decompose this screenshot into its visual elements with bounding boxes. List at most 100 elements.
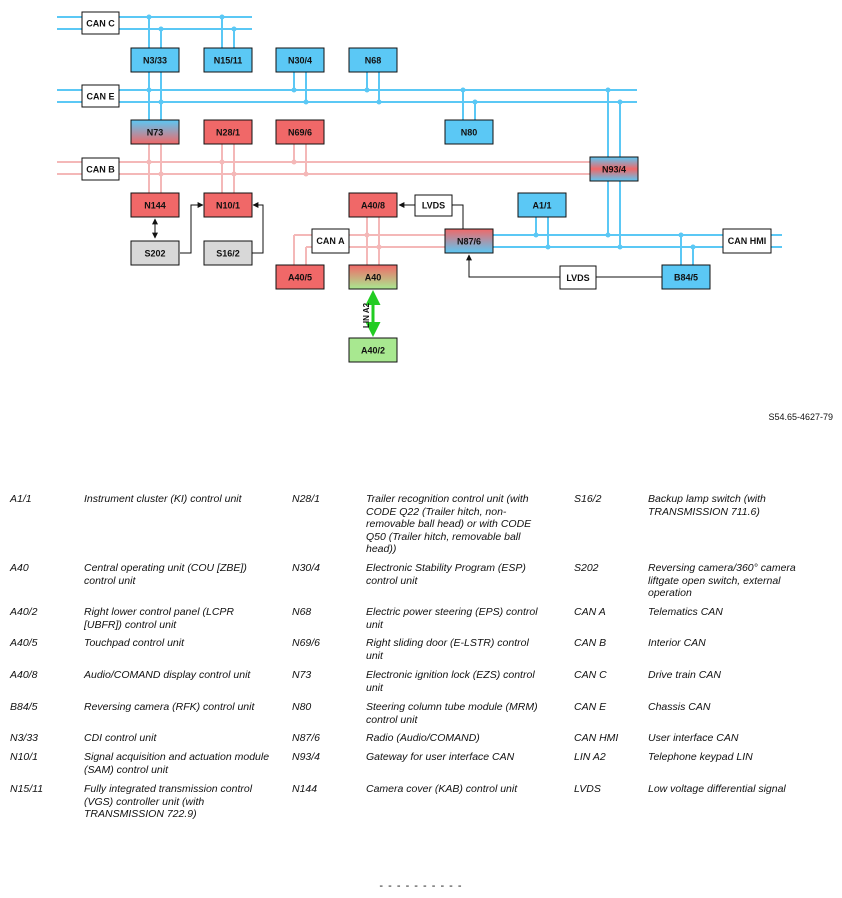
- node-s16-2: S16/2: [203, 240, 253, 266]
- svg-text:N80: N80: [461, 128, 478, 138]
- legend-description: Signal acquisition and actuation module …: [84, 751, 270, 776]
- node-a40-5: A40/5: [275, 264, 325, 290]
- node-n93-4: N93/4: [589, 156, 639, 182]
- node-n15-11: N15/11: [203, 47, 253, 73]
- svg-text:CAN E: CAN E: [86, 92, 114, 102]
- legend-code: B84/5: [10, 701, 38, 713]
- legend-code: CAN A: [574, 606, 606, 618]
- legend-description: Reversing camera/360° camera liftgate op…: [648, 562, 796, 599]
- legend-code: CAN C: [574, 669, 607, 681]
- legend-code: N68: [292, 606, 312, 618]
- svg-text:A1/1: A1/1: [532, 201, 551, 211]
- legend-code: CAN HMI: [574, 732, 619, 744]
- svg-text:A40/8: A40/8: [361, 201, 385, 211]
- legend-description: Reversing camera (RFK) control unit: [84, 701, 255, 713]
- node-n87-6: N87/6: [444, 228, 494, 254]
- legend-description: Gateway for user interface CAN: [366, 751, 515, 763]
- node-a40: A40: [348, 264, 398, 290]
- svg-text:N69/6: N69/6: [288, 128, 312, 138]
- legend-description: Drive train CAN: [648, 669, 721, 681]
- can-a-junctions: [364, 232, 382, 250]
- node-n80: N80: [444, 119, 494, 145]
- bus-label-can-b: CAN B: [81, 157, 120, 181]
- legend-description: Steering column tube module (MRM) contro…: [366, 701, 538, 726]
- legend-description: User interface CAN: [648, 732, 739, 744]
- node-n73: N73: [130, 119, 180, 145]
- svg-text:CAN HMI: CAN HMI: [728, 236, 767, 246]
- legend-description: Electric power steering (EPS) control un…: [366, 606, 538, 631]
- svg-text:N68: N68: [365, 56, 382, 66]
- legend-code: N144: [292, 783, 318, 795]
- legend-description: Backup lamp switch (with TRANSMISSION 71…: [648, 493, 766, 518]
- can-b-junctions: [146, 159, 309, 177]
- legend-description: Central operating unit (COU [ZBE]) contr…: [84, 562, 247, 587]
- can-e-bus: [57, 72, 637, 247]
- node-s202: S202: [130, 240, 180, 266]
- legend-description: Instrument cluster (KI) control unit: [84, 493, 242, 505]
- legend-code: N80: [292, 701, 312, 713]
- node-n28-1: N28/1: [203, 119, 253, 145]
- can-c-junctions: [146, 14, 237, 32]
- legend-code: LIN A2: [574, 751, 606, 763]
- can-hmi-junctions: [533, 232, 696, 250]
- svg-text:N15/11: N15/11: [214, 56, 243, 66]
- node-b84-5: B84/5: [661, 264, 711, 290]
- node-n69-6: N69/6: [275, 119, 325, 145]
- bus-label-can-hmi: CAN HMI: [722, 228, 772, 254]
- can-e-junctions: [146, 87, 623, 105]
- legend-code: S16/2: [574, 493, 602, 505]
- svg-text:A40/2: A40/2: [361, 346, 385, 356]
- legend-code: A40/2: [10, 606, 38, 618]
- svg-text:A40: A40: [365, 273, 382, 283]
- legend-code: N30/4: [292, 562, 321, 574]
- bus-label-lvds-bottom: LVDS: [559, 265, 597, 290]
- svg-text:N10/1: N10/1: [216, 201, 240, 211]
- legend-code: LVDS: [574, 783, 601, 795]
- node-n3-33: N3/33: [130, 47, 180, 73]
- legend-code: A40/8: [10, 669, 38, 681]
- bus-label-can-a: CAN A: [311, 228, 350, 254]
- legend-description: Interior CAN: [648, 637, 706, 649]
- legend-description: Right sliding door (E-LSTR) control unit: [366, 637, 529, 662]
- node-a40-8: A40/8: [348, 192, 398, 218]
- svg-text:N73: N73: [147, 128, 164, 138]
- legend-description: Right lower control panel (LCPR [UBFR]) …: [84, 606, 234, 631]
- legend-code: CAN B: [574, 637, 607, 649]
- legend-description: Telematics CAN: [648, 606, 723, 618]
- svg-text:N28/1: N28/1: [216, 128, 240, 138]
- document-id: S54.65-4627-79: [768, 412, 833, 422]
- legend-code: N15/11: [10, 783, 44, 795]
- lin-a2-label: LIN A2: [362, 302, 371, 328]
- footer-separator: - - - - - - - - - -: [379, 880, 463, 892]
- legend-code: N28/1: [292, 493, 321, 505]
- node-a40-2: A40/2: [348, 337, 398, 363]
- legend-code: N93/4: [292, 751, 321, 763]
- legend-description: Electronic Stability Program (ESP) contr…: [366, 562, 526, 587]
- svg-text:N93/4: N93/4: [602, 165, 626, 175]
- bus-label-lvds-top: LVDS: [414, 194, 453, 217]
- svg-text:N3/33: N3/33: [143, 56, 167, 66]
- legend-description: Electronic ignition lock (EZS) control u…: [366, 669, 535, 694]
- legend-description: CDI control unit: [84, 732, 157, 744]
- svg-text:S16/2: S16/2: [216, 249, 240, 259]
- legend-code: A1/1: [10, 493, 32, 505]
- legend-code: N10/1: [10, 751, 39, 763]
- node-n144: N144: [130, 192, 180, 218]
- svg-text:B84/5: B84/5: [674, 273, 698, 283]
- legend-code: N87/6: [292, 732, 321, 744]
- svg-text:S202: S202: [144, 249, 165, 259]
- bus-label-can-c: CAN C: [81, 11, 120, 35]
- legend-code: A40: [10, 562, 29, 574]
- svg-text:CAN A: CAN A: [316, 236, 345, 246]
- legend-description: Trailer recognition control unit (with C…: [366, 493, 532, 555]
- legend-code: N69/6: [292, 637, 321, 649]
- legend-code: CAN E: [574, 701, 607, 713]
- node-n30-4: N30/4: [275, 47, 325, 73]
- svg-text:CAN C: CAN C: [86, 19, 115, 29]
- signal-lines: [152, 202, 662, 278]
- svg-text:CAN B: CAN B: [86, 165, 115, 175]
- node-n68: N68: [348, 47, 398, 73]
- legend-description: Touchpad control unit: [84, 637, 185, 649]
- node-a1-1: A1/1: [517, 192, 567, 218]
- svg-text:LVDS: LVDS: [566, 273, 589, 283]
